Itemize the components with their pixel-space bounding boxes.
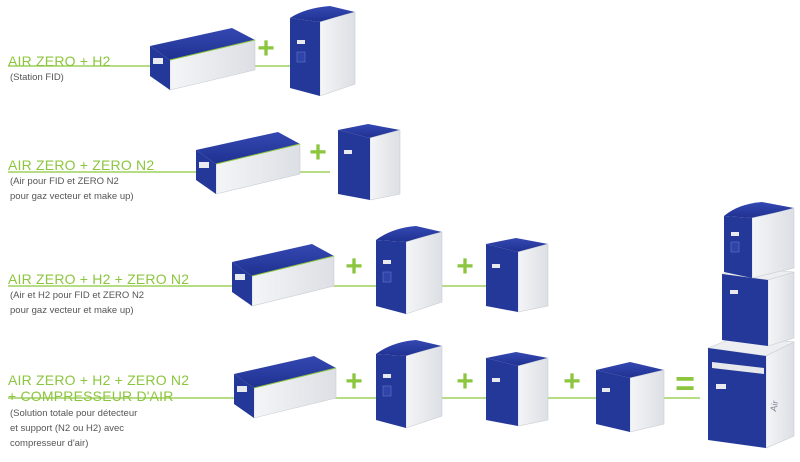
row-1-title: AIR ZERO + H2 [8, 53, 111, 69]
row-4-description-line-1: (Solution totale pour détecteur [10, 408, 138, 419]
row-3-description-line-1: (Air et H2 pour FID et ZERO N2 [10, 290, 145, 301]
plus-sign: + [345, 365, 363, 398]
plus-sign: + [309, 136, 327, 169]
air-zero-generator-unit [196, 132, 301, 195]
air-compressor-unit [596, 362, 665, 433]
row-2-title: AIR ZERO + ZERO N2 [8, 157, 155, 173]
zero-n2-generator-unit [486, 352, 549, 427]
connector-lines [8, 65, 700, 399]
row-2-description-line-2: pour gaz vecteur et make up) [10, 191, 134, 202]
plus-sign: + [456, 365, 474, 398]
stacked-complete-system: Air [706, 202, 796, 449]
plus-sign: + [456, 250, 474, 283]
plus-sign: + [563, 365, 581, 398]
air-zero-generator-unit [232, 244, 335, 307]
row-4-title-line-2: + COMPRESSEUR D'AIR [8, 388, 174, 404]
stack-air-label: Air [768, 400, 780, 413]
h2-generator-unit [376, 340, 443, 429]
air-zero-generator-unit [150, 28, 256, 91]
equals-sign: = [675, 365, 695, 403]
row-3-description-line-2: pour gaz vecteur et make up) [10, 305, 134, 316]
h2-generator-unit [290, 6, 356, 97]
h2-generator-unit [376, 226, 443, 315]
row-3-title: AIR ZERO + H2 + ZERO N2 [8, 271, 190, 287]
row-4-description-line-3: compresseur d'air) [10, 438, 89, 449]
row-1-description: (Station FID) [10, 72, 64, 83]
plus-sign: + [257, 32, 275, 65]
plus-sign: + [345, 250, 363, 283]
zero-n2-generator-unit [486, 238, 549, 313]
air-zero-generator-unit [234, 356, 337, 419]
zero-n2-generator-unit [338, 124, 401, 201]
row-4-title-line-1: AIR ZERO + H2 + ZERO N2 [8, 372, 190, 388]
row-4-description-line-2: et support (N2 ou H2) avec [10, 423, 125, 434]
row-2-description-line-1: (Air pour FID et ZERO N2 [10, 176, 119, 187]
